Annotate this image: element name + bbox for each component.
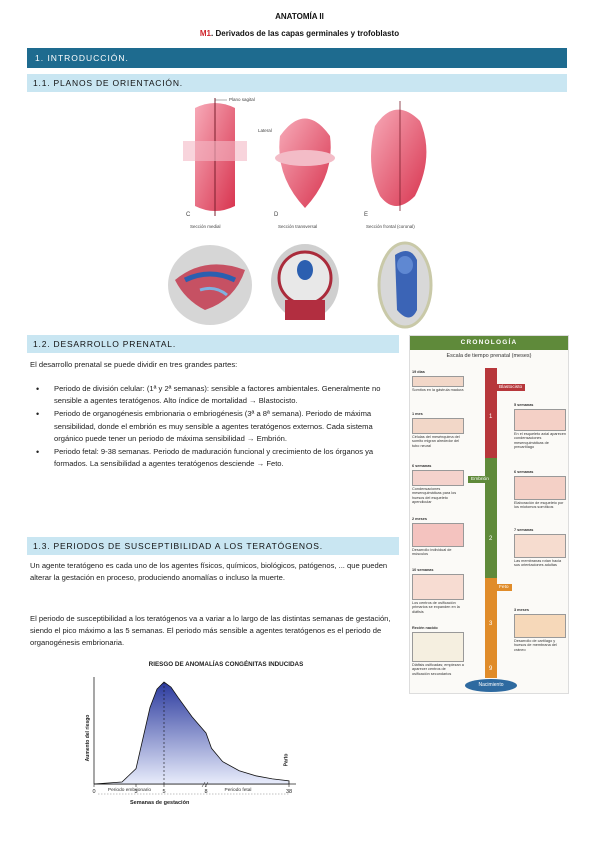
embryo-transverse-view (275, 118, 335, 208)
embryo-sagittal-view (183, 98, 247, 216)
cronologia-subtitle: Escala de tiempo prenatal (meses) (446, 353, 532, 359)
label-seccion-transversal: Sección transversal (278, 224, 318, 229)
list-item: Periodo de división celular: (1ª y 2ª se… (30, 383, 395, 407)
period-embrionario-label: Periodo embrionario (107, 788, 152, 793)
timeline-feto-segment (485, 578, 497, 678)
periodos-p1: Un agente teratógeno es cada uno de los … (30, 561, 388, 583)
label-e: E (364, 212, 369, 218)
module-title: M1. Derivados de las capas germinales y … (0, 29, 599, 38)
risk-chart: 0 3 5 8 38 (92, 677, 296, 795)
section-images (168, 241, 433, 329)
cronologia-header: CRONOLOGÍA (410, 336, 568, 350)
period-fetal-label: Periodo fetal (224, 788, 252, 793)
month-2: 2 (489, 536, 493, 542)
stage-embrion: Embrión (468, 476, 492, 483)
document-title: ANATOMÍA II (275, 12, 324, 21)
month-9: 9 (489, 666, 493, 672)
x-ticks: 0 3 5 8 38 (92, 784, 292, 795)
transverse-section-image (271, 244, 339, 320)
timeline-embrion-segment (485, 458, 497, 578)
list-item: Periodo de organogénesis embrionaria o e… (30, 408, 395, 445)
x-tick-label: 5 (162, 789, 165, 795)
label-lateral: Lateral (258, 128, 272, 133)
x-tick-label: 38 (286, 789, 292, 795)
timeline-blastocisto-segment (485, 368, 497, 458)
embryo-frontal-view (371, 101, 427, 211)
frontal-section-image (377, 241, 433, 329)
label-seccion-frontal: Sección frontal (coronal) (366, 224, 415, 229)
chart-ylabel: Aumento del riesgo (85, 714, 91, 762)
desarrollo-list: Periodo de división celular: (1ª y 2ª se… (30, 383, 395, 470)
parto-label: Parto (283, 753, 290, 767)
stage-blastocisto: Blastocisto (496, 384, 526, 391)
label-c: C (186, 212, 191, 218)
planes-figure (183, 98, 427, 216)
section-intro-bar: 1. INTRODUCCIÓN. (27, 48, 567, 68)
chart-xlabel: Semanas de gestación (130, 800, 190, 806)
module-code: M1 (199, 29, 212, 38)
section-periodos-bar: 1.3. PERIODOS DE SUSCEPTIBILIDAD A LOS T… (27, 537, 399, 555)
cronologia-panel: CRONOLOGÍA Escala de tiempo prenatal (me… (409, 335, 569, 694)
periodos-p2: El periodo de susceptibilidad a los tera… (30, 614, 391, 648)
section-planos-bar: 1.1. PLANOS DE ORIENTACIÓN. (27, 74, 567, 92)
risk-area (93, 681, 290, 785)
module-title-text: . Derivados de las capas germinales y tr… (211, 29, 400, 38)
stage-nacimiento: Nacimiento (465, 679, 517, 692)
x-tick-label: 8 (204, 789, 207, 795)
desarrollo-intro: El desarrollo prenatal se puede dividir … (30, 360, 238, 369)
x-tick-label: 0 (92, 789, 95, 795)
label-d: D (274, 212, 279, 218)
month-1: 1 (489, 414, 493, 420)
section-desarrollo-bar: 1.2. DESARROLLO PRENATAL. (27, 335, 399, 353)
stage-feto: Feto (496, 584, 512, 591)
month-3: 3 (489, 621, 493, 627)
chart-title: RIESGO DE ANOMALÍAS CONGÉNITAS INDUCIDAS (148, 661, 304, 668)
label-plano-sagital: Plano sagital (229, 97, 255, 102)
x-tick-label: 3 (134, 789, 137, 795)
sagittal-section-image (168, 245, 252, 325)
label-seccion-medial: Sección medial (190, 224, 221, 229)
list-item: Periodo fetal: 9-38 semanas. Periodo de … (30, 446, 395, 470)
